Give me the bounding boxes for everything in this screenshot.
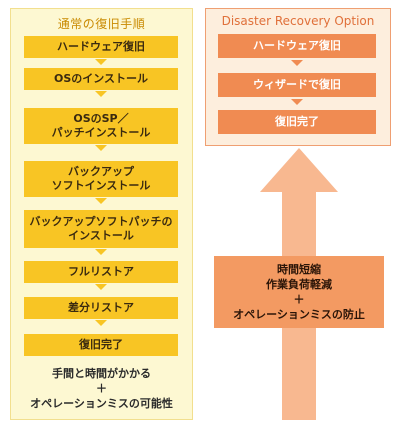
step-arrow [95, 198, 107, 204]
step-backup-software-install: バックアップ ソフトインストール [24, 161, 178, 197]
step-arrow [95, 145, 107, 151]
step-arrow [95, 91, 107, 97]
dr-option-benefits: 時間短縮 作業負荷軽減 ＋ オペレーションミスの防止 [214, 256, 384, 328]
step-arrow [95, 249, 107, 255]
step-arrow [95, 320, 107, 326]
dr-option-title: Disaster Recovery Option [221, 14, 375, 28]
dr-step-hardware-recovery: ハードウェア復旧 [218, 34, 376, 58]
step-differential-restore: 差分リストア [24, 297, 178, 319]
step-os-sp-patch-install: OSのSP／ パッチインストール [24, 108, 178, 144]
dr-step-arrow [291, 99, 303, 105]
step-backup-patch-install: バックアップソフトパッチの インストール [24, 210, 178, 248]
step-full-restore: フルリストア [24, 261, 178, 283]
dr-step-recovery-complete: 復旧完了 [218, 110, 376, 134]
normal-recovery-drawbacks: 手間と時間がかかる ＋ オペレーションミスの可能性 [30, 367, 173, 410]
step-arrow [95, 59, 107, 65]
step-recovery-complete: 復旧完了 [24, 334, 178, 356]
normal-recovery-title: 通常の復旧手順 [57, 17, 146, 31]
dr-step-wizard-recovery: ウィザードで復旧 [218, 73, 376, 97]
dr-step-arrow [291, 60, 303, 66]
step-hardware-recovery: ハードウェア復旧 [24, 36, 178, 58]
step-os-install: OSのインストール [24, 68, 178, 90]
step-arrow [95, 284, 107, 290]
